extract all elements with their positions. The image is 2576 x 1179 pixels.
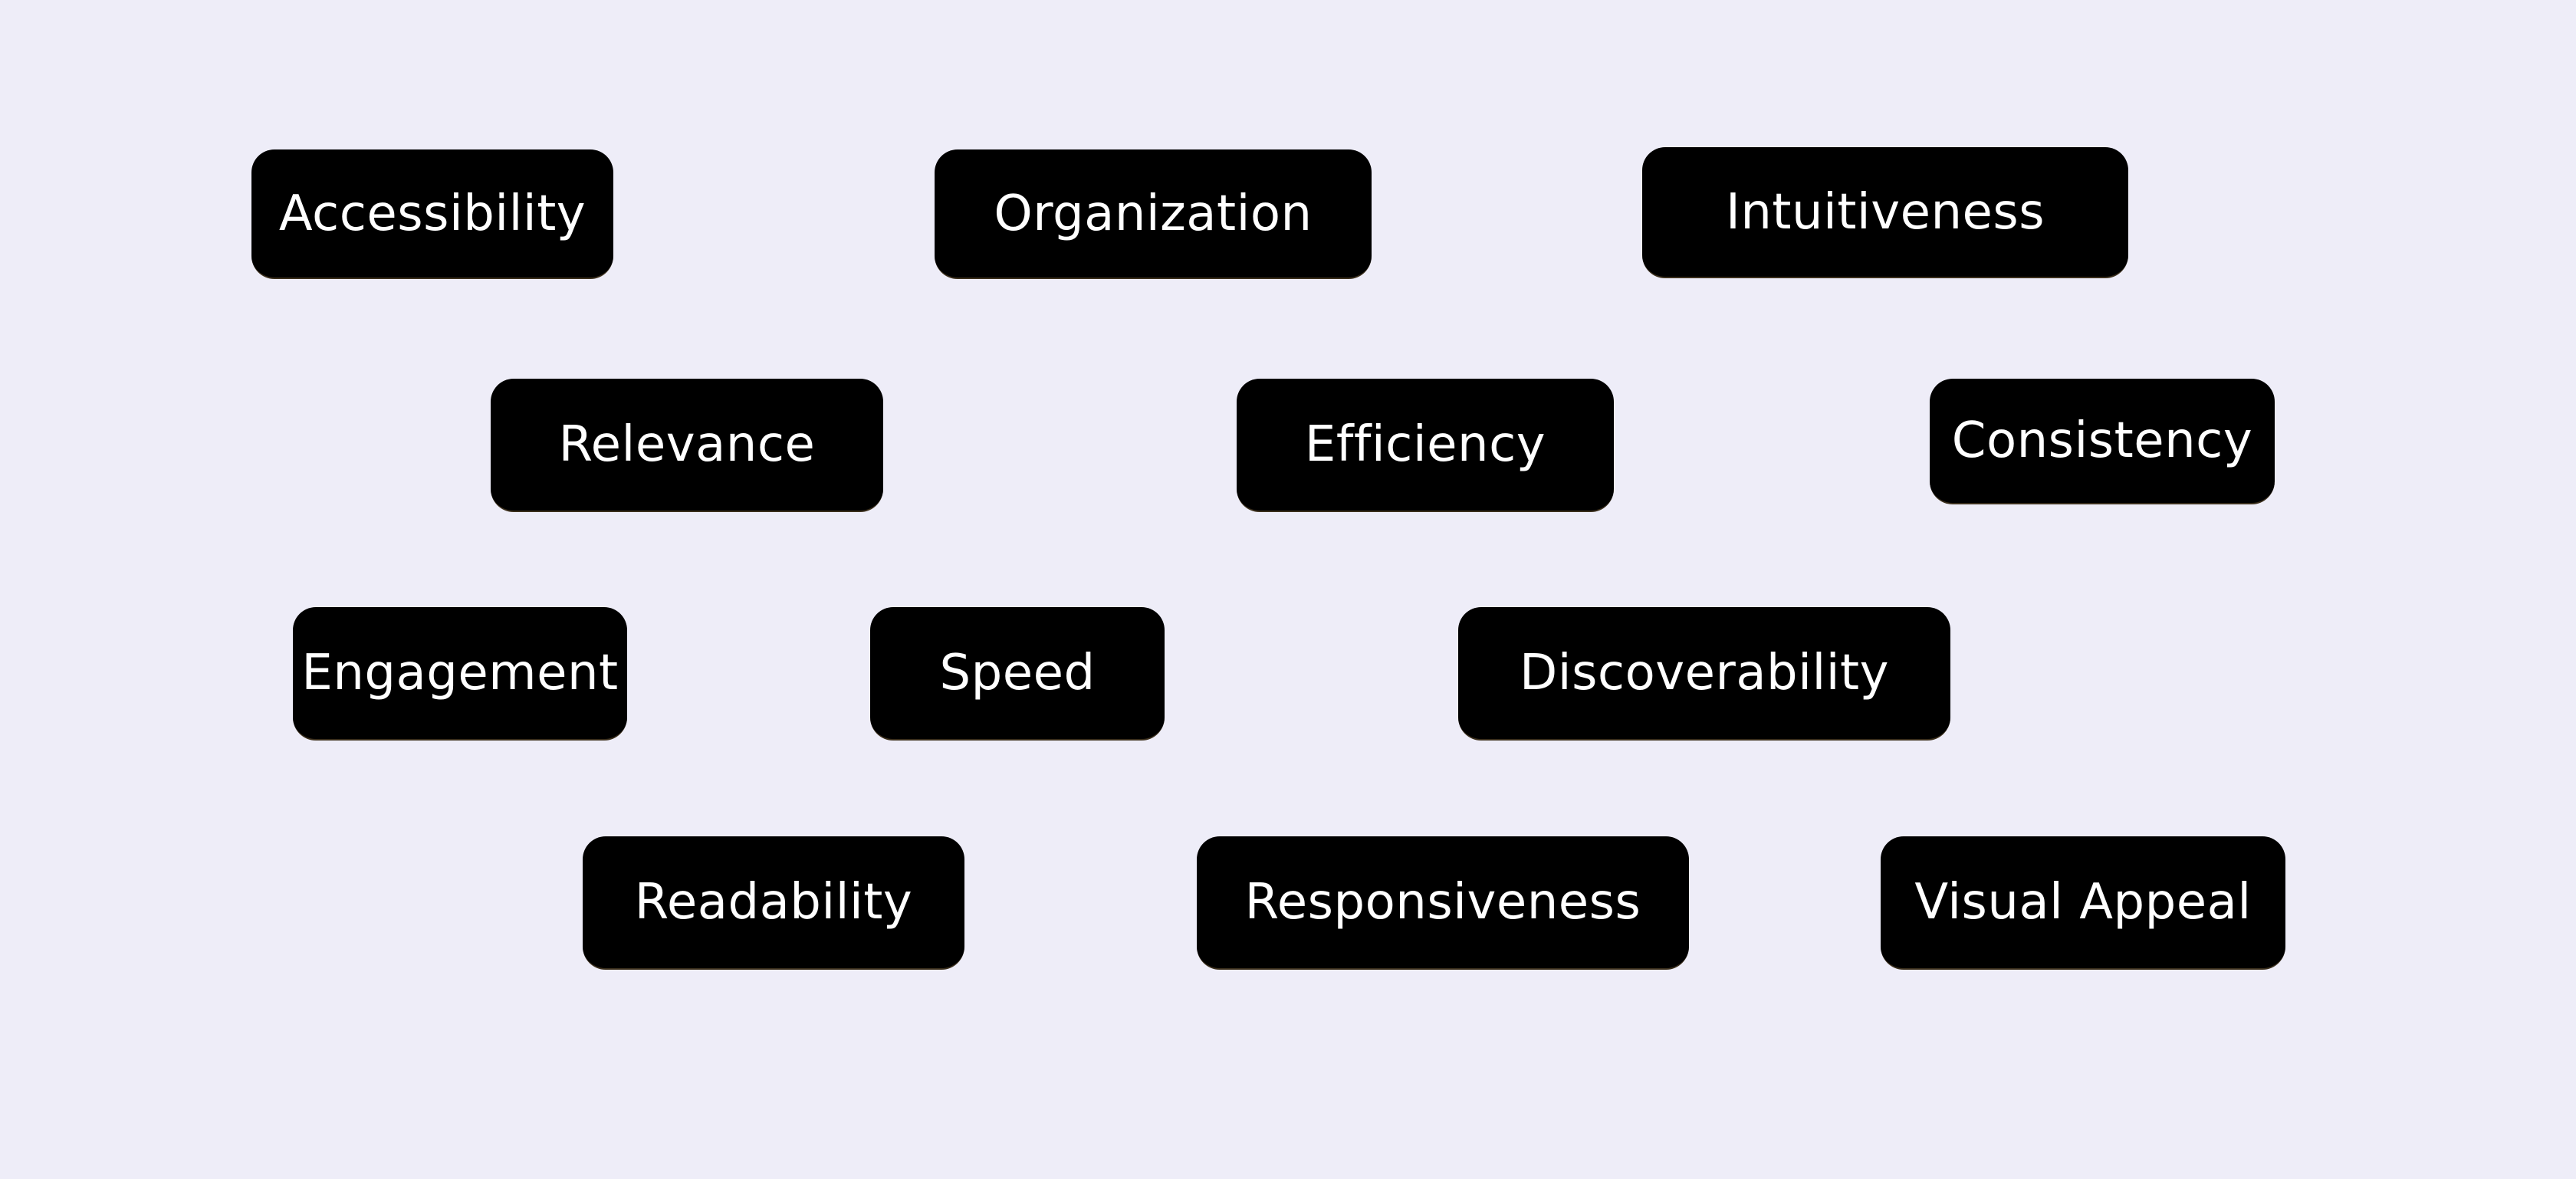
- tag-speed[interactable]: Speed: [870, 607, 1165, 741]
- tag-engagement[interactable]: Engagement: [293, 607, 627, 741]
- tag-label: Responsiveness: [1244, 874, 1641, 931]
- tag-readability[interactable]: Readability: [583, 836, 964, 970]
- tag-responsiveness[interactable]: Responsiveness: [1197, 836, 1689, 970]
- tag-visual-appeal[interactable]: Visual Appeal: [1881, 836, 2285, 970]
- tag-relevance[interactable]: Relevance: [491, 379, 883, 512]
- tag-consistency[interactable]: Consistency: [1930, 379, 2275, 504]
- tag-label: Visual Appeal: [1914, 874, 2252, 931]
- tag-label: Accessibility: [278, 185, 586, 242]
- tag-label: Engagement: [301, 645, 619, 701]
- tag-intuitiveness[interactable]: Intuitiveness: [1642, 147, 2128, 278]
- tag-label: Consistency: [1951, 412, 2253, 469]
- tag-label: Efficiency: [1304, 416, 1546, 473]
- tag-label: Discoverability: [1520, 645, 1889, 701]
- tag-discoverability[interactable]: Discoverability: [1458, 607, 1950, 741]
- tag-label: Intuitiveness: [1725, 183, 2045, 241]
- tag-label: Organization: [994, 185, 1313, 242]
- tag-label: Speed: [939, 645, 1096, 701]
- tag-organization[interactable]: Organization: [935, 149, 1372, 279]
- tag-accessibility[interactable]: Accessibility: [251, 149, 613, 279]
- tag-label: Relevance: [558, 416, 816, 473]
- tag-label: Readability: [634, 874, 913, 931]
- tag-efficiency[interactable]: Efficiency: [1237, 379, 1614, 512]
